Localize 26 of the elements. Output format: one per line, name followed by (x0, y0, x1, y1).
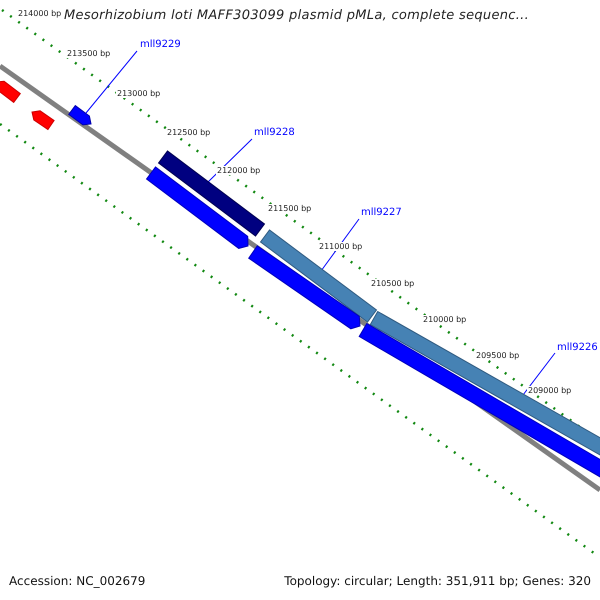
gene-label: mll9226 (557, 342, 598, 353)
tick-label: 209000 bp (527, 386, 572, 395)
gene-feature (145, 166, 249, 250)
leader-line (522, 352, 556, 396)
gene-label: mll9229 (140, 39, 181, 50)
tick-label: 213000 bp (116, 89, 162, 98)
footer-text: Accession: NC_002679 (9, 574, 146, 588)
tick-label: 211000 bp (318, 242, 364, 251)
gene-feature (247, 244, 361, 330)
tick-label: 213500 bp (66, 49, 112, 58)
footer-text: Topology: circular; Length: 351,911 bp; Genes: 320 (284, 574, 591, 588)
gene-feature (0, 80, 22, 104)
tick-label: 210500 bp (370, 279, 416, 288)
tick-label: 212000 bp (216, 166, 262, 175)
gene-label: mll9227 (361, 207, 402, 218)
gene-feature (67, 104, 92, 126)
gene-feature (157, 150, 266, 237)
leader-line (86, 50, 138, 114)
gene-feature (31, 109, 56, 131)
map-title: Mesorhizobium loti MAFF303099 plasmid pMLa, complete sequenc... (64, 8, 530, 23)
tick-label: 209500 bp (475, 351, 520, 360)
tick-label: 212500 bp (166, 128, 212, 137)
gene-label: mll9228 (254, 127, 295, 138)
tick-label: 214000 bp (17, 9, 62, 18)
tick-label: 210000 bp (422, 315, 468, 324)
tick-label: 211500 bp (267, 204, 312, 213)
